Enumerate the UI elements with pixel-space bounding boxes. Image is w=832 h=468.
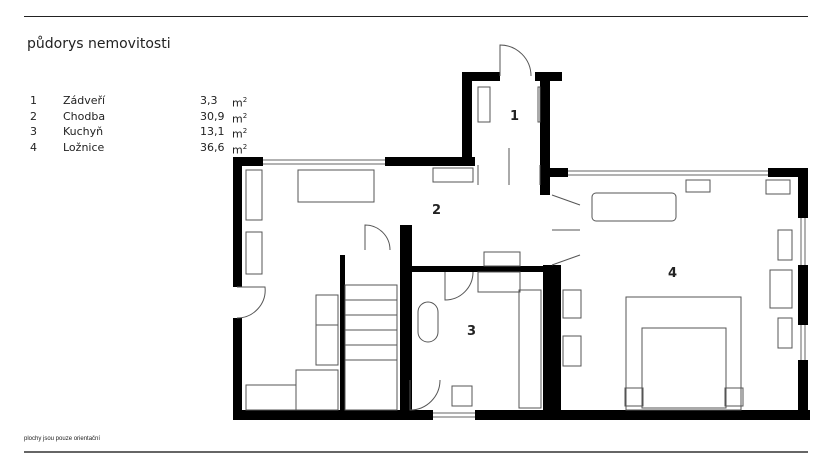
area-unit: m2 — [232, 111, 248, 126]
room-label-2: 2 — [432, 203, 441, 218]
legend-row: 2 Chodba 30,9 m2 — [30, 109, 260, 126]
room-legend: 1 Zádveří 3,3 m2 2 Chodba 30,9 m2 3 Kuch… — [30, 93, 260, 157]
room-label-3: 3 — [467, 324, 476, 339]
room-name: Chodba — [63, 109, 106, 123]
kitchen-counter-icon — [518, 289, 542, 409]
area-unit: m2 — [232, 142, 248, 157]
walls — [233, 72, 810, 420]
furniture — [245, 86, 793, 411]
room-label-4: 4 — [668, 266, 677, 281]
room-name: Zádveří — [63, 94, 106, 107]
room-name: Kuchyň — [63, 125, 104, 138]
page-title: půdorys nemovitosti — [27, 36, 171, 52]
room-label-1: 1 — [510, 109, 519, 124]
room-number: 1 — [30, 94, 37, 107]
table-icon — [417, 301, 439, 343]
legend-row: 4 Ložnice 36,6 m2 — [30, 140, 260, 157]
bottom-divider — [24, 451, 808, 453]
disclaimer-note: plochy jsou pouze orientační — [24, 436, 101, 442]
room-number: 3 — [30, 125, 37, 138]
room-area: 36,6 — [200, 140, 225, 154]
staircase-icon — [344, 284, 398, 411]
room-name: Ložnice — [63, 140, 105, 154]
room-area: 30,9 — [200, 109, 225, 123]
sofa-icon — [297, 169, 375, 203]
room-area: 13,1 — [200, 125, 225, 138]
cabinet-icon — [245, 169, 263, 221]
room-number: 4 — [30, 140, 37, 154]
legend-row: 3 Kuchyň 13,1 m2 — [30, 124, 260, 141]
top-divider — [24, 16, 808, 17]
area-unit: m2 — [232, 96, 248, 110]
room-number: 2 — [30, 109, 37, 123]
bed-icon — [641, 327, 727, 409]
legend-row: 1 Zádveří 3,3 m2 — [30, 93, 260, 110]
room-area: 3,3 — [200, 94, 218, 107]
doors — [236, 44, 581, 411]
dining-table-icon — [591, 192, 677, 222]
area-unit: m2 — [232, 127, 248, 141]
windows — [263, 159, 806, 418]
